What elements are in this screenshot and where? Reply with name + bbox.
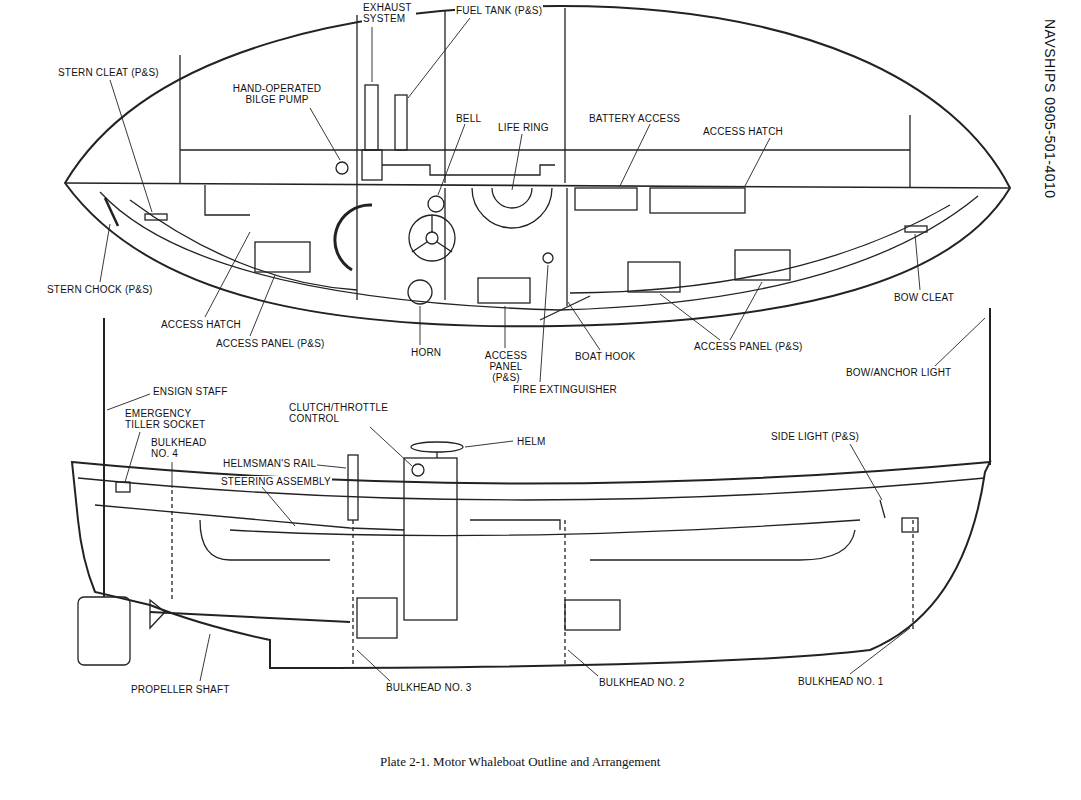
part-label: BOW/ANCHOR LIGHT	[845, 367, 952, 378]
part-label: ACCESS PANEL (P&S)	[475, 350, 537, 383]
part-label: CLUTCH/THROTTLE CONTROL	[288, 402, 382, 424]
part-label: FIRE EXTINGUISHER	[512, 384, 618, 395]
part-label: ACCESS HATCH	[702, 126, 784, 137]
part-label: HELMSMAN'S RAIL	[222, 458, 317, 469]
part-label: STERN CLEAT (P&S)	[57, 67, 160, 78]
part-label: PROPELLER SHAFT	[130, 684, 231, 695]
part-label: BELL	[455, 113, 482, 124]
part-label: FUEL TANK (P&S)	[455, 5, 543, 16]
part-label: BULKHEAD NO. 1	[797, 676, 885, 687]
part-label: EXHAUST SYSTEM	[362, 2, 416, 24]
part-label: BULKHEAD NO. 3	[385, 682, 473, 693]
part-label: STEERING ASSEMBLY	[220, 476, 332, 487]
part-label: ACCESS PANEL (P&S)	[693, 341, 804, 352]
part-label: STERN CHOCK (P&S)	[46, 284, 154, 295]
part-label: BULKHEAD NO. 2	[598, 677, 686, 688]
part-label: SIDE LIGHT (P&S)	[770, 431, 860, 442]
figure-caption: Plate 2-1. Motor Whaleboat Outline and A…	[380, 754, 660, 770]
part-label: ENSIGN STAFF	[152, 386, 228, 397]
part-label: ACCESS HATCH	[160, 319, 242, 330]
part-label: LIFE RING	[497, 122, 550, 133]
part-label: HORN	[410, 347, 442, 358]
document-number: NAVSHIPS 0905-501-4010	[1042, 18, 1058, 200]
part-label: EMERGENCY TILLER SOCKET	[124, 408, 208, 430]
part-label: ACCESS PANEL (P&S)	[215, 338, 326, 349]
part-label: BOAT HOOK	[574, 351, 636, 362]
part-label: BULKHEAD NO. 4	[150, 437, 208, 459]
part-label: HELM	[516, 436, 547, 447]
part-label: HAND-OPERATED BILGE PUMP	[228, 83, 326, 105]
part-label: BOW CLEAT	[893, 292, 955, 303]
part-label: BATTERY ACCESS	[588, 113, 681, 124]
